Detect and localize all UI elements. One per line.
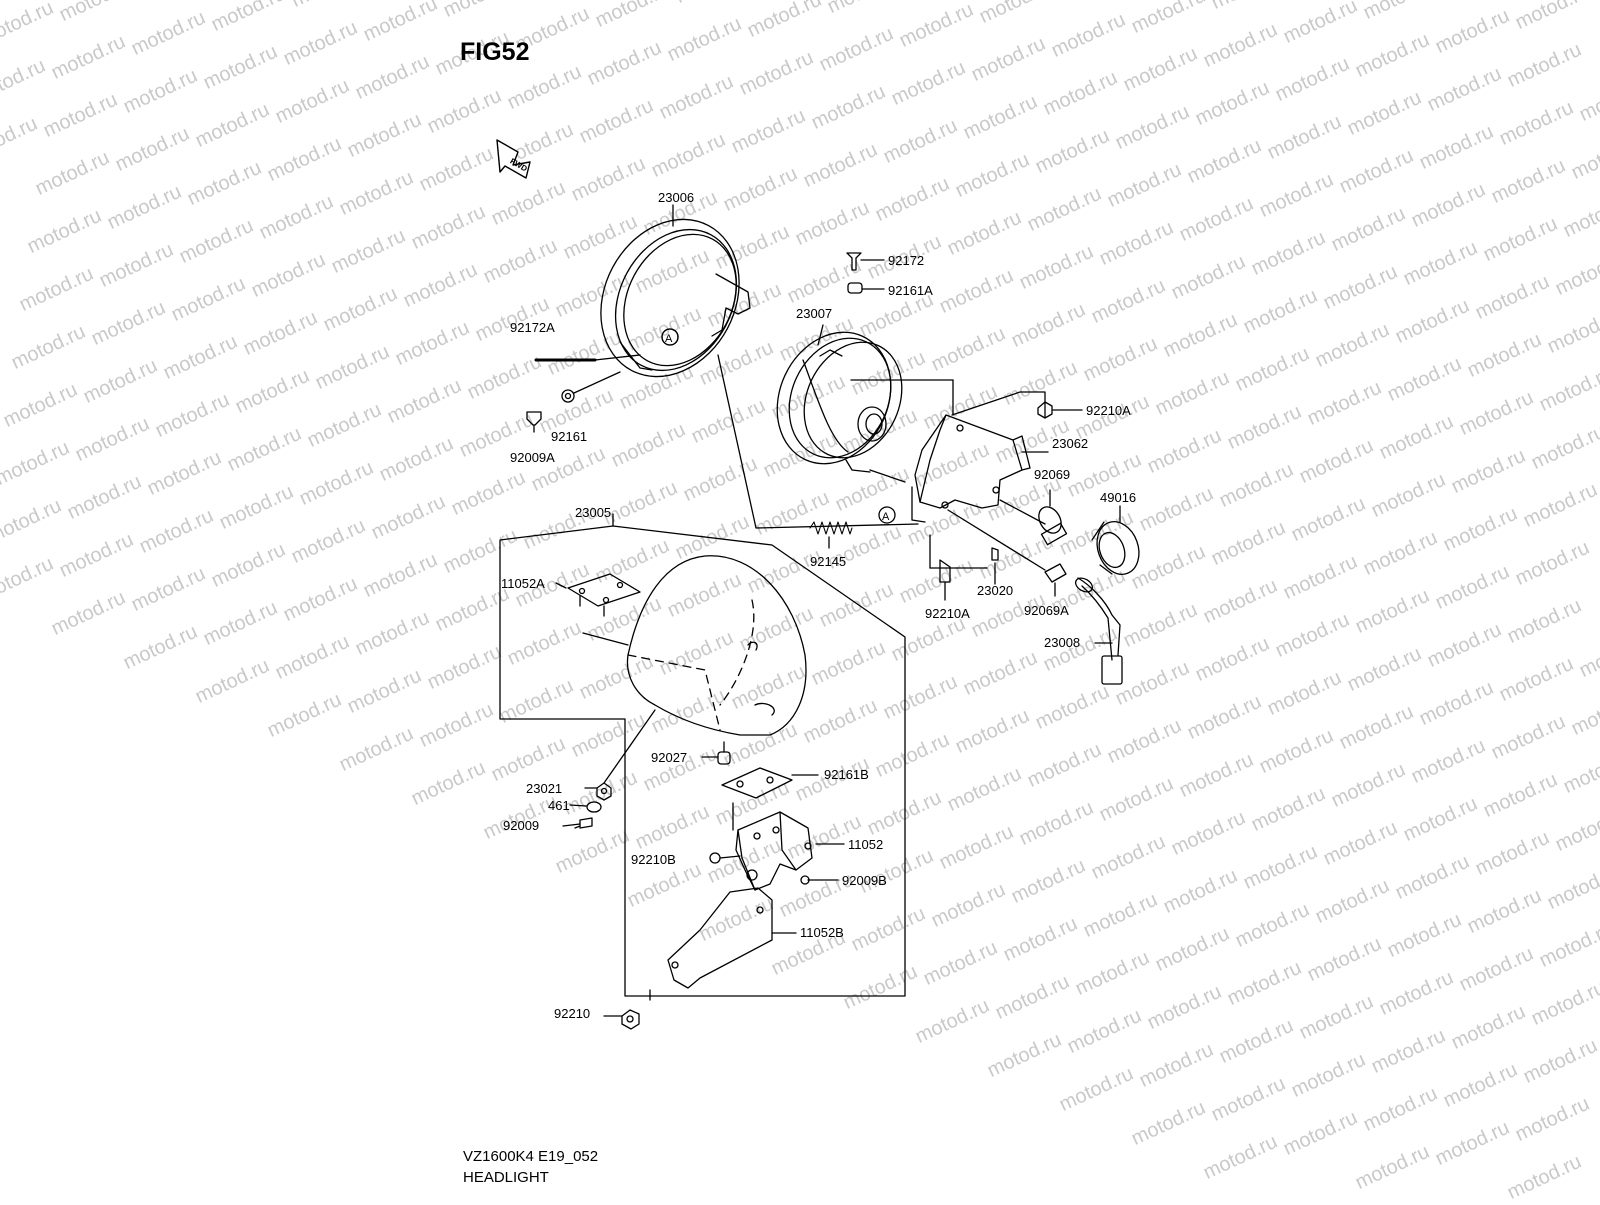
plate-11052a-drawing [555, 573, 641, 646]
fwd-arrow-icon: FWD [496, 139, 531, 179]
callout-92009: 92009 [503, 818, 540, 833]
spring-92145-drawing [809, 521, 853, 549]
callout-23005: 23005 [575, 505, 612, 520]
callout-11052: 11052 [848, 837, 884, 852]
callout-92172a: 92172A [510, 320, 555, 335]
bulb-92069-drawing [999, 489, 1068, 546]
callout-92161a: 92161A [888, 283, 933, 298]
callout-92145: 92145 [810, 554, 847, 569]
reference-line-a [717, 354, 919, 529]
callout-92161b: 92161B [824, 767, 869, 782]
callout-92069a: 92069A [1024, 603, 1069, 618]
footer-section-title: HEADLIGHT [463, 1169, 549, 1186]
cowl-assembly-box [499, 513, 906, 997]
callout-92009b: 92009B [842, 873, 887, 888]
nut-92210a-top-drawing [951, 391, 1083, 419]
callout-92161: 92161 [551, 429, 588, 444]
mount-cushions-drawing [701, 741, 819, 799]
callout-23020: 23020 [977, 583, 1014, 598]
marker-a-lower-label: A [882, 511, 890, 523]
position-lamp-drawing [929, 509, 1123, 685]
callout-92210b: 92210B [631, 852, 676, 867]
headlight-rim-drawing [600, 218, 751, 378]
reference-marker-a-lower [878, 506, 896, 524]
headlight-cowl-drawing [626, 555, 807, 736]
callout-23008: 23008 [1044, 635, 1081, 650]
callout-92172: 92172 [888, 253, 925, 268]
nut-92210-drawing [603, 1009, 640, 1030]
top-fasteners-drawing [846, 252, 885, 294]
leader-23007 [817, 324, 824, 346]
callout-92210: 92210 [554, 1006, 591, 1021]
callout-11052b: 11052B [800, 925, 844, 940]
figure-title: FIG52 [460, 38, 530, 66]
callout-92210a-bottom: 92210A [925, 606, 970, 621]
callout-23007: 23007 [796, 306, 833, 321]
bulb-cover-drawing [1091, 505, 1140, 575]
callout-49016: 49016 [1100, 490, 1137, 505]
callout-23006: 23006 [658, 190, 695, 205]
bracket-11052-drawing [709, 802, 845, 891]
bracket-11052b-drawing [649, 887, 797, 1001]
rim-fasteners-drawing [526, 354, 641, 433]
callout-11052a: 11052A [501, 576, 545, 591]
callout-92009a: 92009A [510, 450, 555, 465]
callout-92027: 92027 [651, 750, 688, 765]
callout-23021: 23021 [526, 781, 563, 796]
cowl-fasteners-drawing [562, 709, 656, 829]
callout-23062: 23062 [1052, 436, 1089, 451]
marker-a-upper-label: A [665, 333, 673, 345]
footer-model-code: VZ1600K4 E19_052 [463, 1148, 599, 1165]
headlight-unit-drawing [776, 331, 954, 483]
callout-92069: 92069 [1034, 467, 1071, 482]
callout-461: 461 [548, 798, 570, 813]
reference-marker-a-upper [661, 328, 679, 346]
callout-92210a-top: 92210A [1086, 403, 1131, 418]
headlight-bracket-drawing [911, 414, 1049, 523]
